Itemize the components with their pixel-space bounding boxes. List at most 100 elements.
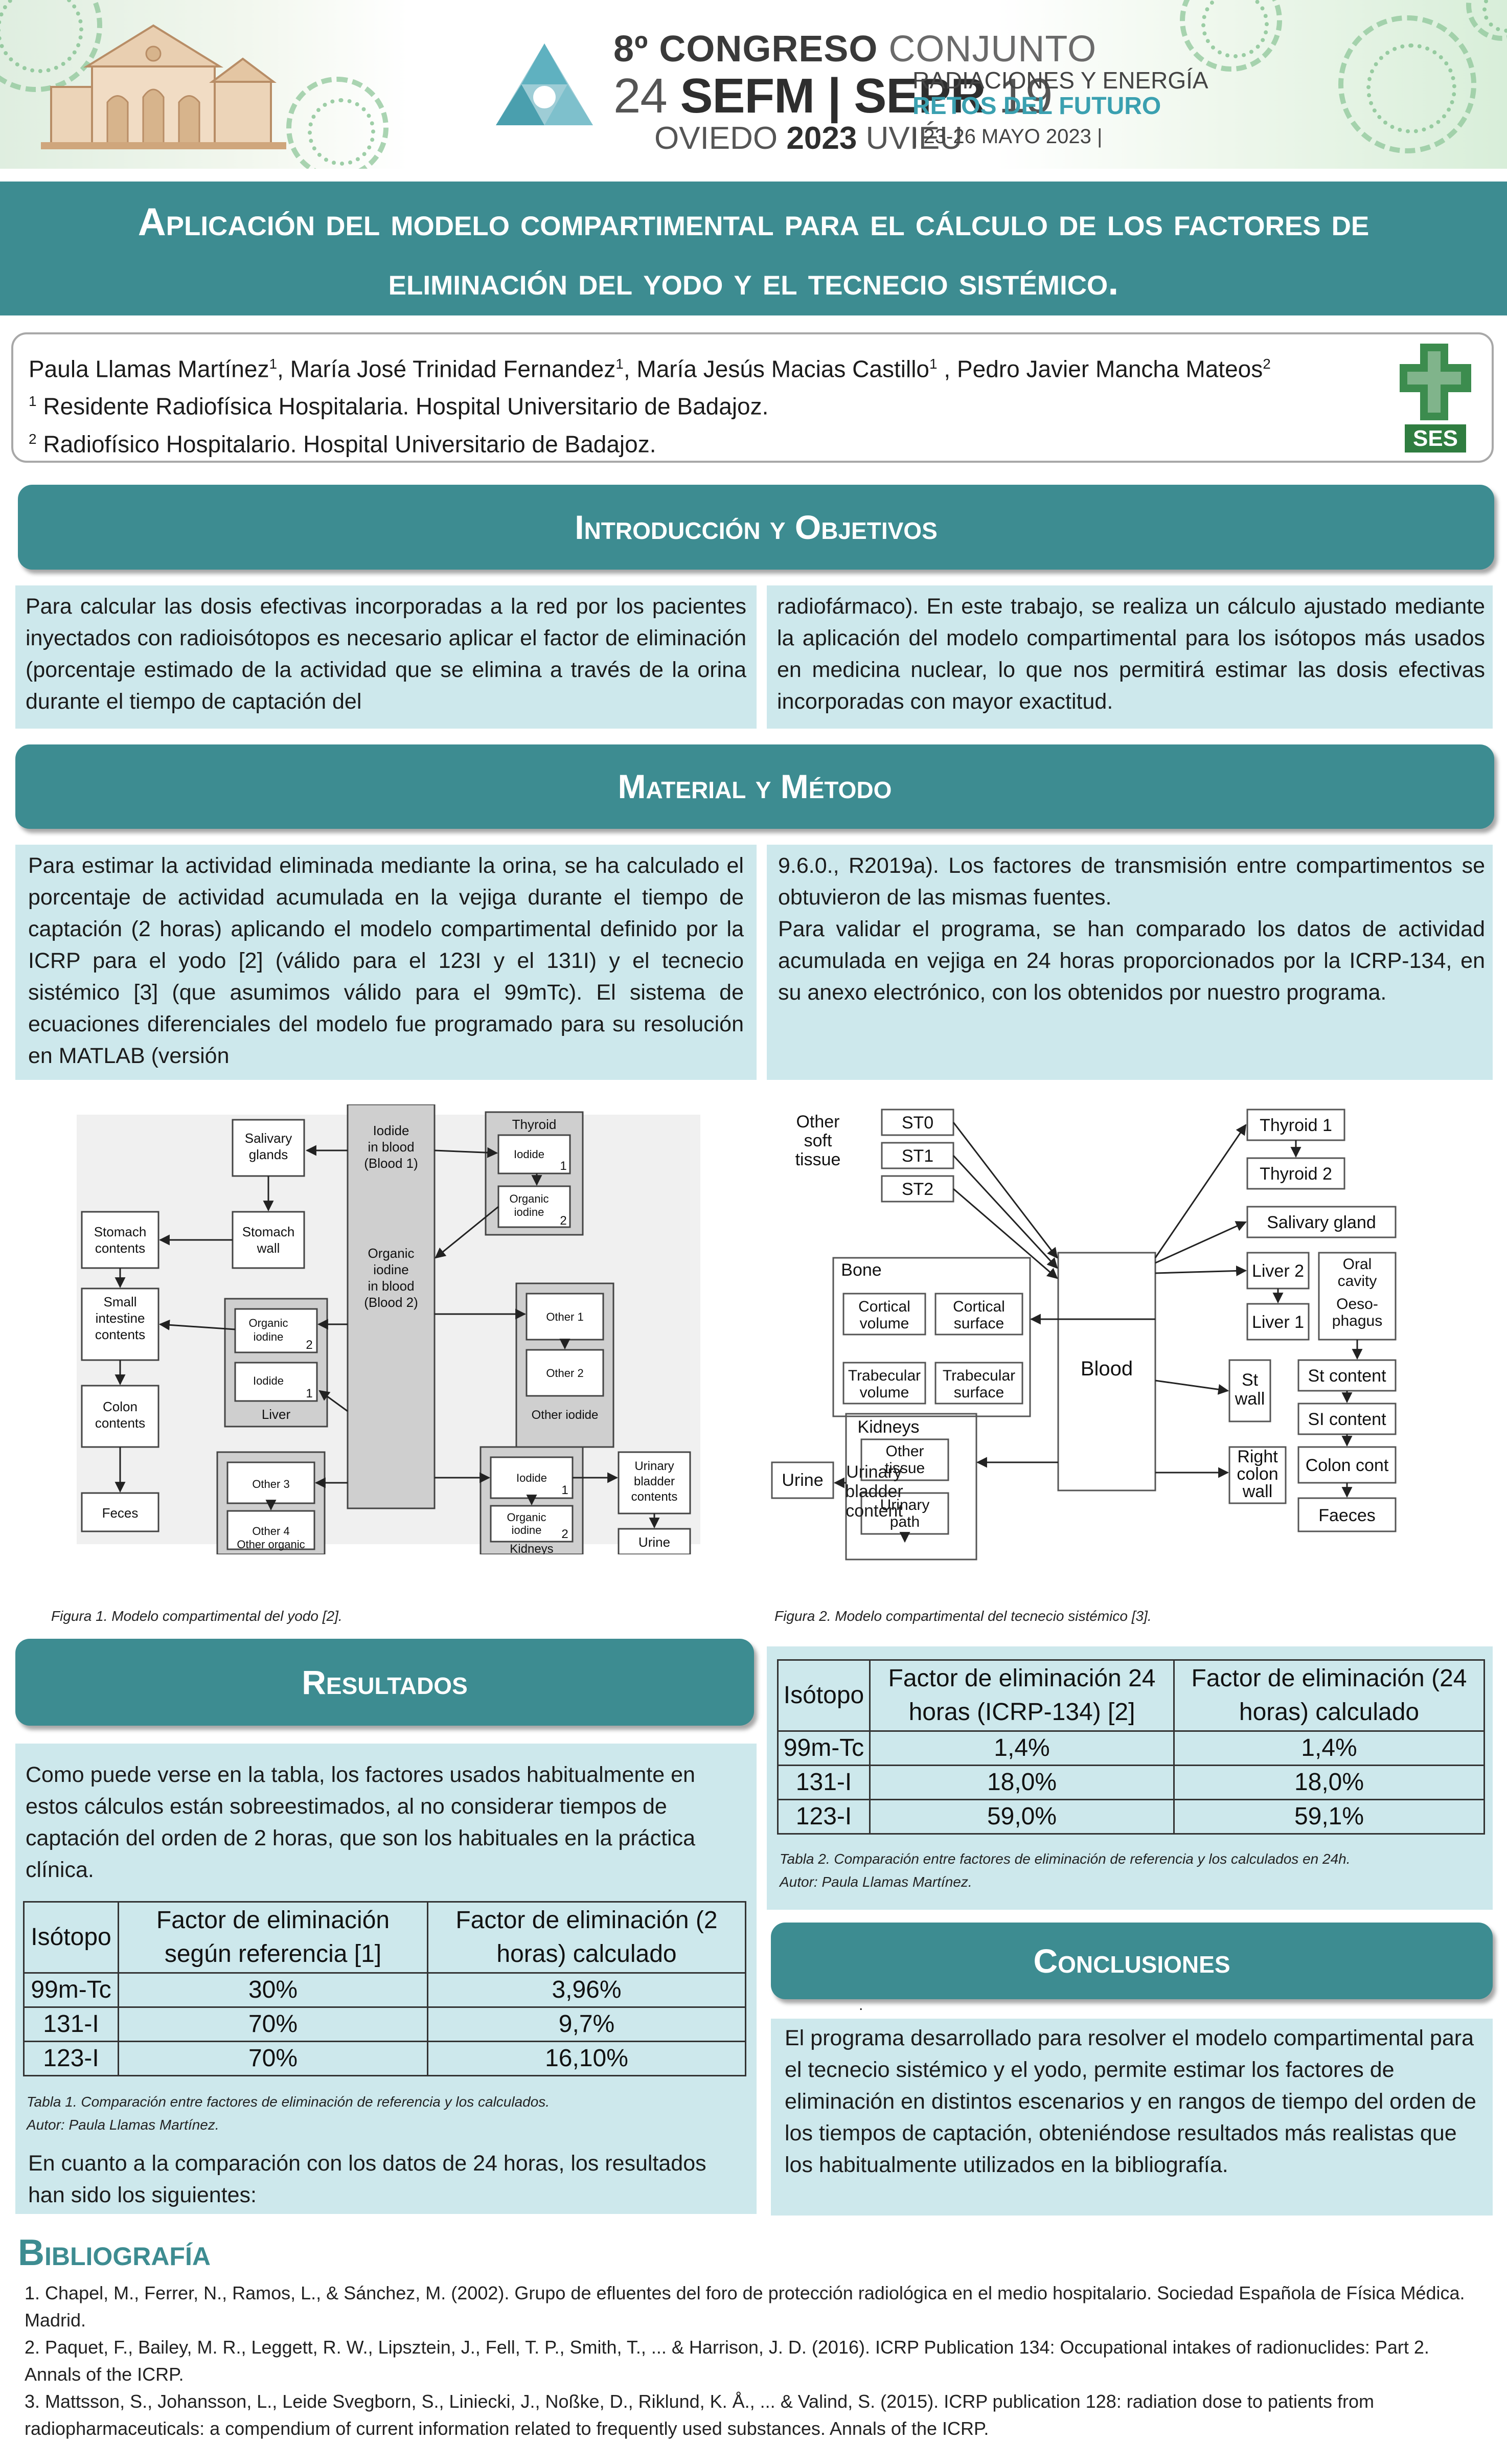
node-label: Bone bbox=[841, 1260, 881, 1280]
table-cell: 99m-Tc bbox=[23, 1972, 119, 2008]
table-row: 131-I 70% 9,7% bbox=[23, 2006, 746, 2042]
node-label: Right bbox=[1237, 1447, 1278, 1466]
node-label: bladder bbox=[634, 1475, 675, 1488]
node-label: 2 bbox=[306, 1338, 312, 1352]
node-label: (Blood 1) bbox=[364, 1156, 418, 1171]
node-label: Liver 2 bbox=[1252, 1261, 1304, 1281]
table-row: 123-I 70% 16,10% bbox=[23, 2041, 746, 2076]
cortical-surface-box bbox=[934, 1293, 1023, 1336]
right-colon-wall-box bbox=[1228, 1446, 1287, 1504]
ses-logo-text: SES bbox=[1413, 426, 1458, 451]
congress-line-3: OVIEDO 2023 UVIÉU bbox=[654, 121, 963, 156]
node-label: 1 bbox=[306, 1387, 312, 1400]
urine-box bbox=[771, 1461, 834, 1499]
st-wall-box bbox=[1228, 1359, 1271, 1422]
node-label: Colon bbox=[103, 1399, 138, 1414]
node-label: Other organic bbox=[237, 1538, 305, 1551]
ses-logo-icon: SES bbox=[1400, 344, 1471, 453]
bibliography-item: 2. Paquet, F., Bailey, M. R., Leggett, R… bbox=[25, 2337, 1429, 2385]
salivary-gland-box bbox=[1246, 1206, 1397, 1238]
affiliation: 1 Residente Radiofísica Hospitalaria. Ho… bbox=[29, 385, 1476, 422]
thyroid-iodide-box bbox=[497, 1134, 571, 1174]
affiliation: 2 Radiofísico Hospitalario. Hospital Uni… bbox=[29, 423, 1476, 460]
other4-box bbox=[226, 1510, 315, 1550]
intro-text-bg-right bbox=[767, 585, 1493, 729]
rosette-icon bbox=[1180, 0, 1282, 72]
node-label: Liver bbox=[262, 1407, 291, 1422]
node-label: contents bbox=[95, 1327, 145, 1342]
intro-text-col1: Para calcular las dosis efectivas incorp… bbox=[26, 594, 746, 714]
section-heading-method: Material y Método bbox=[15, 744, 1494, 829]
congress-line-2: 24 SEFM | SEPR 19 bbox=[613, 69, 1053, 123]
node-label: iodine bbox=[514, 1206, 544, 1218]
table-row: 99m-Tc 30% 3,96% bbox=[23, 1972, 746, 2008]
table-header-cell: Isótopo bbox=[777, 1659, 871, 1732]
node-label: Other iodide bbox=[532, 1408, 599, 1422]
node-label: Organic bbox=[248, 1317, 288, 1329]
authors-box: Paula Llamas Martínez1, María José Trini… bbox=[11, 332, 1494, 463]
table-header-row: Isótopo Factor de eliminación 24 horas (… bbox=[777, 1659, 1485, 1732]
table2-caption: Tabla 2. Comparación entre factores de e… bbox=[780, 1851, 1351, 1867]
node-label: intestine bbox=[96, 1310, 145, 1326]
node-label: iodine bbox=[373, 1262, 408, 1277]
author-sup: 1 bbox=[929, 356, 938, 372]
cortical-volume-box bbox=[842, 1293, 926, 1336]
node-label: Faeces bbox=[1318, 1506, 1376, 1525]
bibliography-item: 3. Mattsson, S., Johansson, L., Leide Sv… bbox=[25, 2391, 1375, 2439]
poster-title: Aplicación del modelo compartimental par… bbox=[138, 200, 1369, 303]
table-header-cell: Factor de eliminación (2 horas) calculad… bbox=[427, 1901, 746, 1974]
node-label: Thyroid 1 bbox=[1260, 1116, 1332, 1135]
node-label: cavity bbox=[1338, 1273, 1377, 1290]
table-row: 131-I 18,0% 18,0% bbox=[777, 1765, 1485, 1800]
bibliography-heading: Bibliografía bbox=[18, 2232, 211, 2273]
node-label: surface bbox=[954, 1315, 1004, 1332]
node-label: 2 bbox=[560, 1214, 566, 1228]
node-label: ST2 bbox=[902, 1180, 933, 1199]
affiliation-sup: 1 bbox=[29, 393, 37, 410]
figure2-urinary-bladder-label: Urinary bladder content bbox=[838, 1462, 910, 1521]
node-label: iodine bbox=[512, 1524, 542, 1536]
method-text-col1: Para estimar la actividad eliminada medi… bbox=[28, 853, 744, 1068]
node-label: 2 bbox=[561, 1527, 568, 1541]
node-label: Colon cont bbox=[1306, 1456, 1389, 1475]
salivary-glands-box bbox=[232, 1119, 305, 1177]
conclusions-dot: . bbox=[859, 1997, 863, 2014]
thyroid-organic-box bbox=[497, 1185, 571, 1228]
faeces-box bbox=[1297, 1497, 1397, 1532]
figure-technetium-model: Other soft tissue ST0 ST1 ST2 Thyroid 1 … bbox=[767, 1104, 1493, 1565]
table-cell: 3,96% bbox=[427, 1972, 746, 2008]
table1-author: Autor: Paula Llamas Martínez. bbox=[27, 2117, 219, 2133]
node-label: Blood bbox=[1081, 1358, 1133, 1380]
node-label: Other 3 bbox=[252, 1478, 289, 1490]
conclusions-text: El programa desarrollado para resolver e… bbox=[785, 2026, 1476, 2177]
table-cell: 1,4% bbox=[1173, 1730, 1485, 1766]
node-label: Other bbox=[885, 1443, 924, 1460]
author-list: Paula Llamas Martínez1, María José Trini… bbox=[29, 355, 1271, 382]
congress-symbol-icon bbox=[496, 43, 593, 125]
node-label: Cortical bbox=[953, 1298, 1005, 1315]
node-label: bladder bbox=[845, 1482, 903, 1501]
affiliation-sup: 2 bbox=[29, 431, 37, 447]
node-label: glands bbox=[249, 1147, 288, 1162]
intro-text-bg-left bbox=[15, 585, 757, 729]
conclusions-text-bg bbox=[771, 2019, 1493, 2216]
node-label: Iodide bbox=[516, 1472, 547, 1484]
node-label: St bbox=[1242, 1370, 1259, 1390]
node-label: Salivary gland bbox=[1267, 1213, 1376, 1232]
table-cell: 59,1% bbox=[1173, 1799, 1485, 1835]
node-label: Small bbox=[103, 1294, 136, 1309]
kidneys-group bbox=[845, 1413, 977, 1561]
liver-organic-box bbox=[234, 1308, 318, 1353]
section-heading-results: Resultados bbox=[15, 1639, 754, 1726]
header: 8º CONGRESO CONJUNTO 24 SEFM | SEPR 19 O… bbox=[0, 0, 1507, 169]
intro-text-col2: radiofármaco). En este trabajo, se reali… bbox=[777, 594, 1485, 714]
rosette-icon bbox=[1338, 15, 1476, 153]
node-label: path bbox=[890, 1513, 920, 1530]
table-cell: 59,0% bbox=[869, 1799, 1175, 1835]
kidney-other-tissue-box bbox=[860, 1438, 949, 1481]
node-label: Iodide bbox=[514, 1148, 544, 1161]
other2-box bbox=[526, 1349, 604, 1397]
church-illustration-icon bbox=[41, 24, 286, 149]
header-decoration-right bbox=[996, 0, 1507, 169]
table-cell: 30% bbox=[118, 1972, 428, 2008]
